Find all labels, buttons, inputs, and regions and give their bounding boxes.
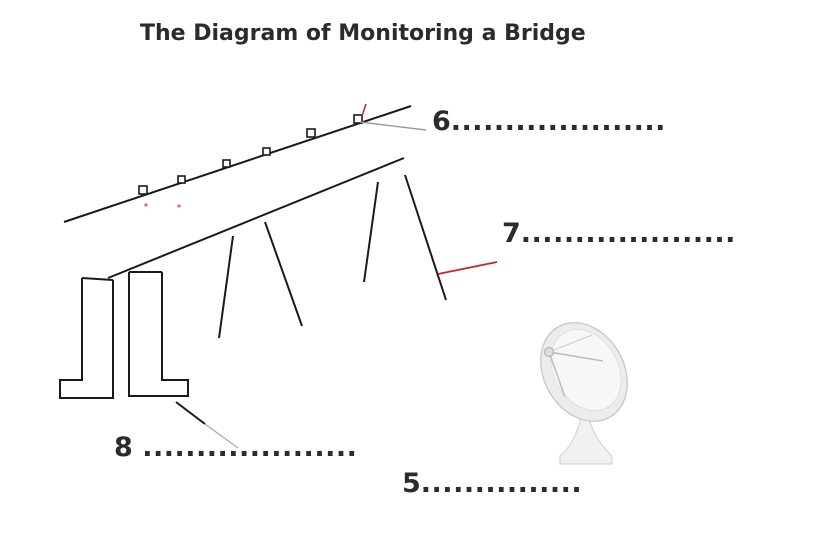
- sensor: [138, 185, 148, 195]
- answer-blank: ....................: [142, 432, 358, 463]
- label-number: 6: [432, 106, 451, 137]
- label-number: 8: [114, 432, 133, 463]
- answer-blank: ....................: [450, 106, 666, 137]
- label-7: 7....................: [502, 218, 736, 249]
- answer-blank: ...............: [420, 468, 583, 499]
- sensor: [262, 147, 271, 156]
- bridge-deck-lower: [107, 157, 405, 279]
- sensor: [177, 175, 186, 184]
- bridge-deck-upper: [63, 105, 412, 223]
- satellite-dish-icon: [539, 322, 629, 465]
- sensor: [353, 114, 363, 124]
- red-mark: [177, 204, 181, 208]
- answer-blank: ....................: [520, 218, 736, 249]
- pointer-8-dark: [175, 401, 206, 425]
- sensor: [222, 159, 231, 168]
- diagram-title: The Diagram of Monitoring a Bridge: [140, 21, 586, 46]
- pointer-6: [359, 121, 427, 131]
- bridge-pier: [59, 271, 189, 399]
- support-cables: [218, 174, 447, 339]
- sensor: [306, 128, 316, 138]
- label-5: 5...............: [402, 468, 582, 499]
- label-6: 6....................: [432, 106, 666, 137]
- red-tick: [361, 103, 367, 117]
- deck-sensors: [138, 114, 363, 195]
- pointer-7: [437, 261, 498, 275]
- label-number: 5: [402, 468, 421, 499]
- label-8: 8 ....................: [114, 432, 357, 463]
- pointer-8-grey: [204, 423, 239, 449]
- label-number: 7: [502, 218, 521, 249]
- red-mark: [144, 203, 148, 207]
